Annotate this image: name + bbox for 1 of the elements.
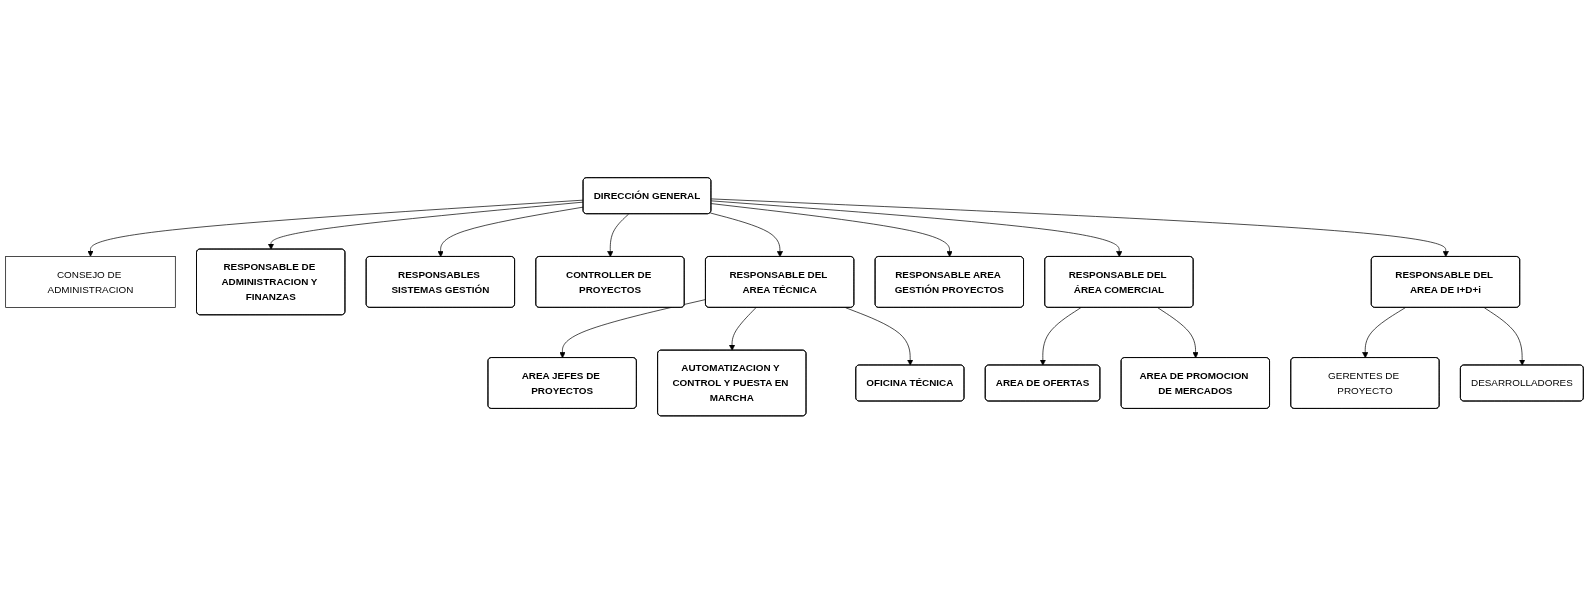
node-box: CONSEJO DE ADMINISTRACION <box>5 256 176 308</box>
